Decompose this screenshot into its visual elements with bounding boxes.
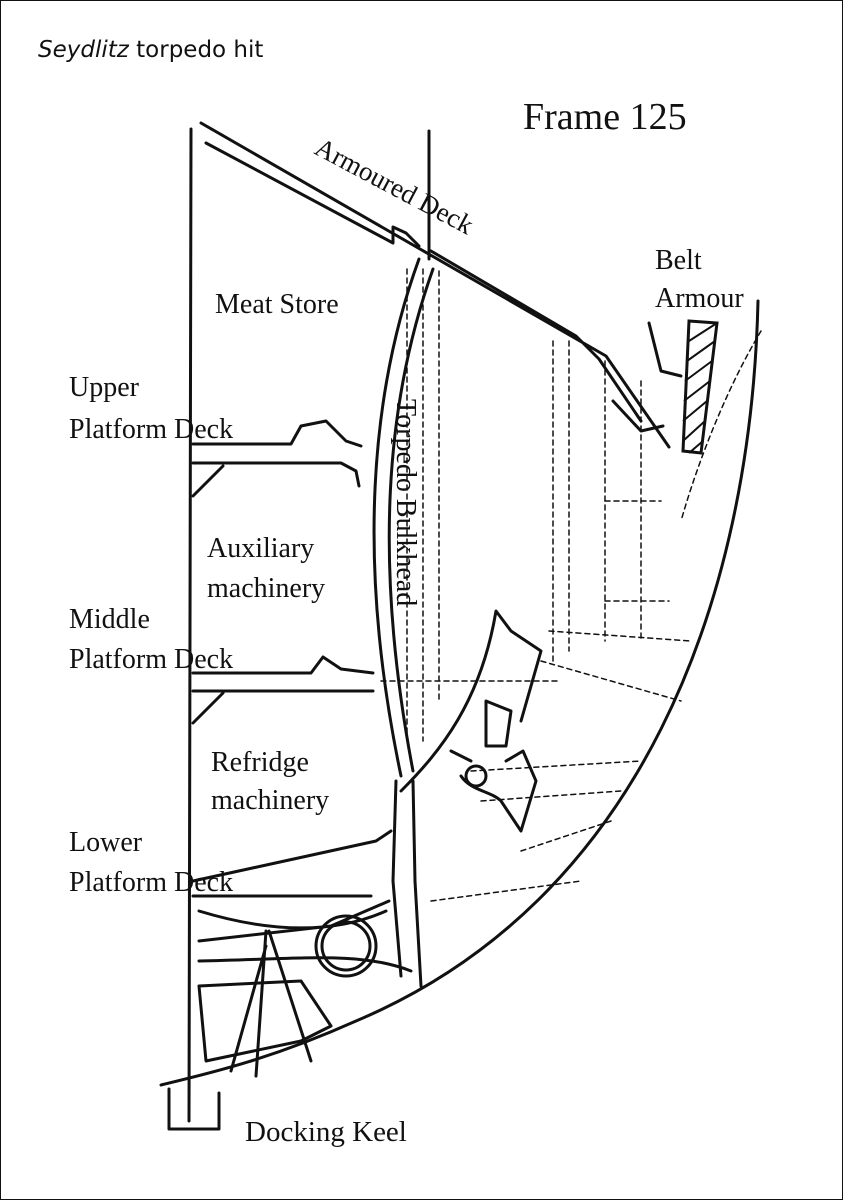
inner-framing [380, 268, 762, 902]
centreline [187, 127, 193, 1123]
access-manhole [314, 914, 378, 978]
label-torpedo-bulkhead: Torpedo Bulkhead [390, 399, 421, 606]
upper-platform-deck [191, 419, 363, 488]
label-auxiliary-machinery: machinery [207, 573, 325, 604]
label-middle-platform-deck: Platform Deck [69, 644, 233, 675]
belt-shelf [611, 321, 683, 433]
label-refridge: Refridge [211, 747, 309, 778]
label-belt: Belt [655, 245, 702, 276]
torpedo-bulkhead [372, 257, 435, 778]
label-meat-store: Meat Store [215, 289, 339, 320]
label-armour: Armour [655, 283, 744, 314]
caption-text: torpedo hit [136, 37, 264, 63]
label-docking-keel: Docking Keel [245, 1116, 407, 1148]
armoured-deck-outline [199, 121, 671, 449]
label-auxiliary: Auxiliary [207, 533, 314, 564]
wing-compartments [399, 609, 543, 833]
label-armoured-deck: Armoured Deck [310, 132, 479, 241]
docking-keel [167, 1087, 221, 1131]
caption: Seydlitz torpedo hit [38, 37, 263, 63]
middle-platform-deck [191, 655, 375, 693]
label-lower: Lower [69, 827, 143, 858]
label-upper-platform-deck: Platform Deck [69, 414, 233, 445]
inner-bottom [197, 899, 413, 1063]
belt-armour [681, 319, 719, 455]
label-refridge-machinery: machinery [211, 785, 329, 816]
label-upper: Upper [69, 372, 140, 403]
torpedo-bulkhead-lower [391, 779, 423, 988]
frame-title: Frame 125 [523, 96, 687, 138]
label-middle: Middle [69, 604, 150, 635]
lower-platform-deck [191, 829, 393, 898]
label-lower-platform-deck: Platform Deck [69, 867, 233, 898]
outer-hull [159, 299, 760, 1087]
caption-ship-name: Seydlitz [38, 37, 129, 63]
